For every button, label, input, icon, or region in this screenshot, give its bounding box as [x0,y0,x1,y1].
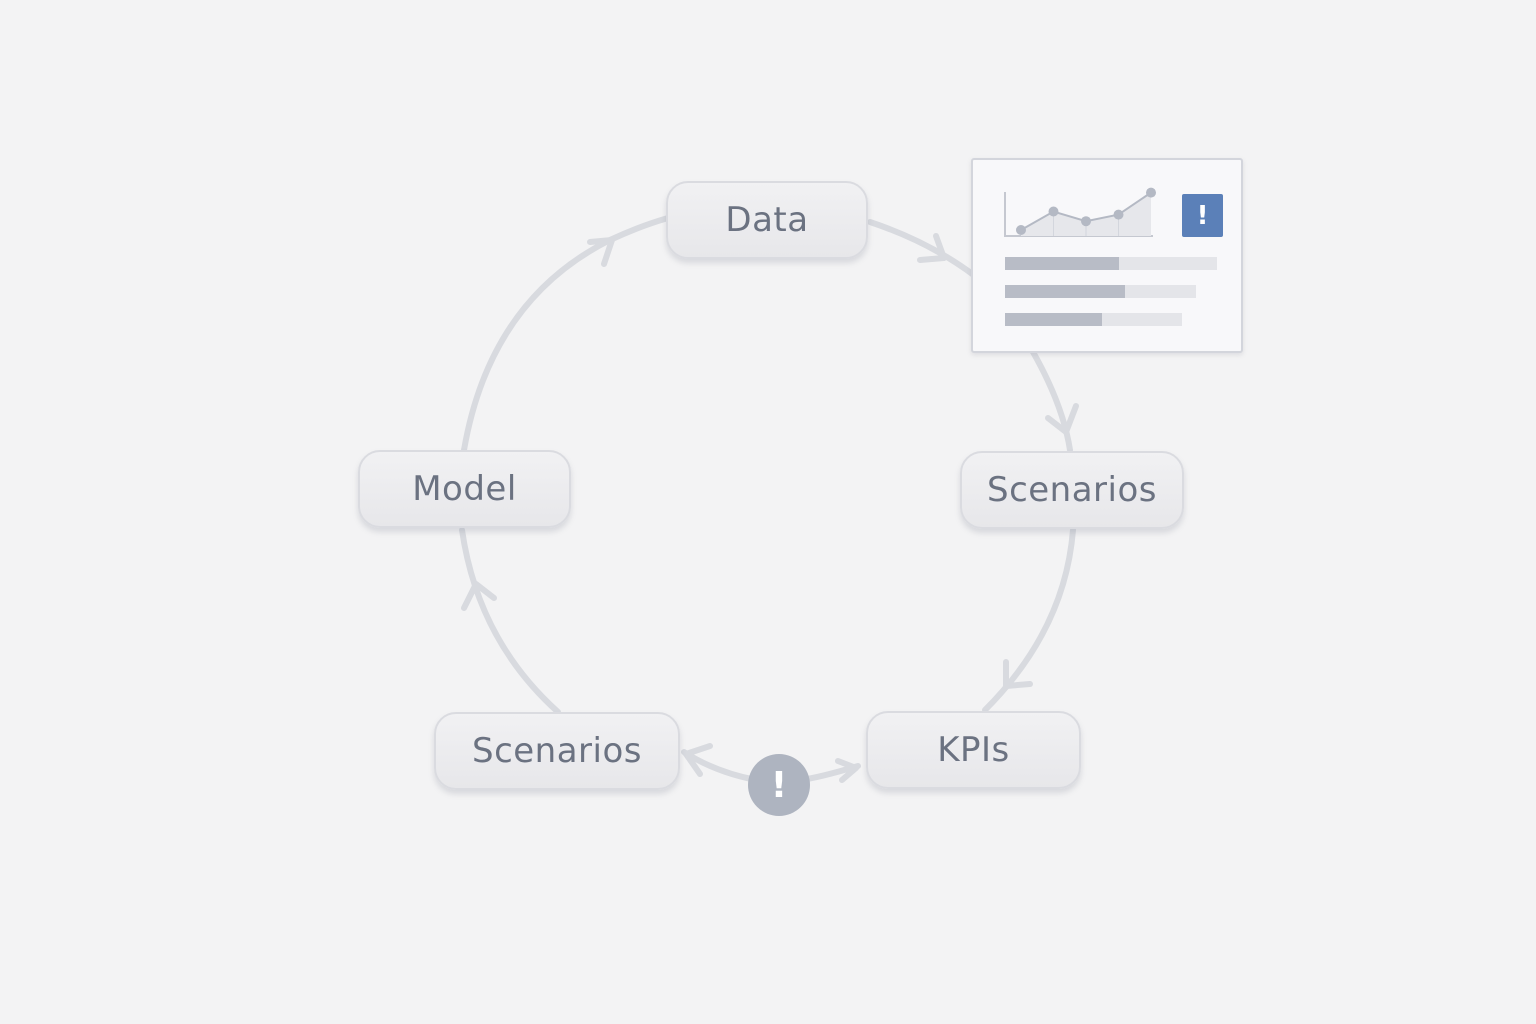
report-preview-graphics [1004,187,1217,326]
node-kpis-label: KPIs [937,730,1010,770]
card-alert-symbol: ! [1196,200,1209,231]
connector-model-to-data [461,215,671,453]
mini-bar-fill [1005,257,1119,270]
node-scenarios-left-label: Scenarios [471,731,643,771]
mini-bar-list [1005,257,1217,326]
node-model[interactable]: Model [358,450,571,528]
node-scenarios-right[interactable]: Scenarios [960,451,1184,529]
node-model-label: Model [412,469,517,509]
connector-report-to-scenarios [1030,349,1073,453]
report-preview-card[interactable]: ! [971,158,1243,353]
connector-data-to-report [867,219,978,279]
node-data[interactable]: Data [666,181,868,259]
mini-chart-point [1146,187,1156,198]
mini-chart-point [1048,206,1059,217]
connector-scenarios-to-kpis [982,527,1076,713]
node-data-label: Data [725,200,809,240]
mini-line-chart [1016,187,1156,236]
exclamation-icon[interactable]: ! [748,754,810,816]
arrowhead-report-to-scenarios [1045,403,1079,435]
arrowhead-model-to-data [587,237,615,267]
mini-chart-point [1016,225,1026,235]
arrowhead-scenarios-to-kpis [1003,659,1033,689]
arrowhead-scenarios-to-model [461,581,497,611]
node-scenarios-right-label: Scenarios [986,470,1158,510]
loop-alert-symbol: ! [770,764,788,806]
arrowhead-kpis-to-scenarios-right [835,758,859,783]
connector-scenarios-to-model [459,527,561,715]
node-kpis[interactable]: KPIs [866,711,1081,789]
mini-chart-point [1113,209,1124,220]
mini-bar-fill [1005,285,1125,298]
arrowhead-data-to-report [917,233,947,263]
mini-bar-fill [1005,313,1102,326]
node-scenarios-left[interactable]: Scenarios [434,712,680,790]
mini-chart-point [1081,216,1091,227]
arrowhead-alert-to-scenarios [683,743,713,777]
exclamation-icon[interactable]: ! [1182,194,1223,237]
